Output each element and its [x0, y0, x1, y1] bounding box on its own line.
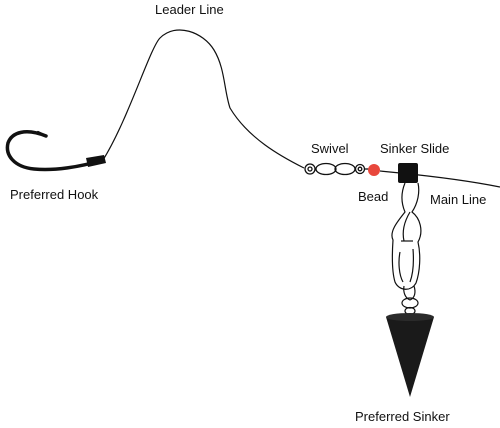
leader-line-label: Leader Line — [155, 2, 224, 17]
sinker-slide-block — [398, 163, 418, 183]
hook-icon — [5, 130, 106, 172]
preferred-hook-label: Preferred Hook — [10, 187, 99, 202]
sinker-icon — [386, 313, 434, 397]
bead — [368, 164, 380, 176]
main-line-label: Main Line — [430, 192, 487, 207]
sinker-slide-label: Sinker Slide — [380, 141, 450, 156]
preferred-sinker-label: Preferred Sinker — [355, 409, 450, 424]
snap-clip-icon — [391, 182, 422, 316]
bead-label: Bead — [358, 189, 389, 204]
leader-line — [102, 29, 305, 169]
swivel-icon — [304, 162, 369, 176]
swivel-label: Swivel — [311, 141, 349, 156]
